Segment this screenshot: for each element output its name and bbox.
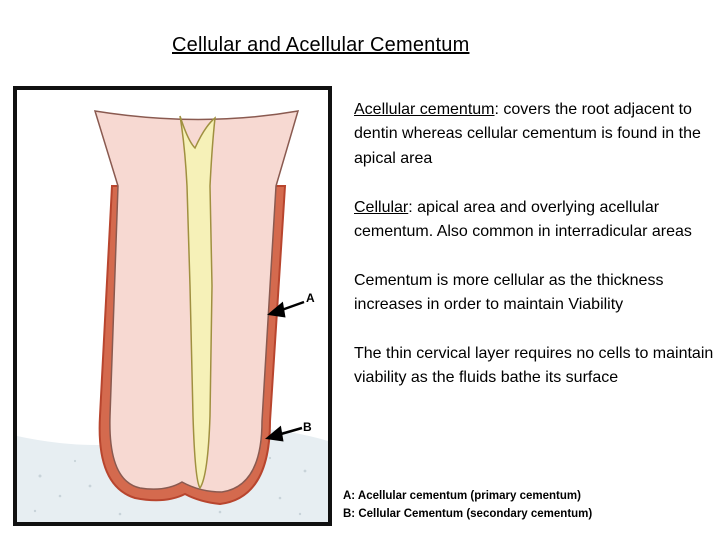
figure-legend: A: Acellular cementum (primary cementum)…	[343, 487, 592, 523]
description-text: Acellular cementum: covers the root adja…	[354, 98, 724, 415]
paragraph-acellular: Acellular cementum: covers the root adja…	[354, 98, 724, 171]
paragraph-cervical-layer: The thin cervical layer requires no cell…	[354, 345, 714, 387]
paragraph-cellular-rest: : apical area and overlying acellular ce…	[354, 198, 692, 241]
arrow-b	[265, 425, 303, 442]
legend-item-a: A: Acellular cementum (primary cementum)	[343, 490, 581, 502]
pulp-canal	[179, 115, 216, 490]
slide-title: Cellular and Acellular Cementum	[172, 34, 470, 56]
label-a: A	[306, 291, 315, 305]
arrow-a	[267, 300, 305, 318]
paragraph-cellular: Cellular: apical area and overlying acel…	[354, 196, 724, 245]
term-cellular: Cellular	[354, 198, 409, 216]
legend-item-b: B: Cellular Cementum (secondary cementum…	[343, 508, 593, 520]
paragraph-acellular-rest: : covers the root adjacent to dentin whe…	[354, 101, 701, 167]
label-b: B	[303, 420, 312, 434]
tooth-root-illustration: A B	[13, 86, 332, 526]
paragraph-viability: Cementum is more cellular as the thickne…	[354, 271, 664, 314]
term-acellular-cementum: Acellular cementum	[354, 101, 495, 118]
